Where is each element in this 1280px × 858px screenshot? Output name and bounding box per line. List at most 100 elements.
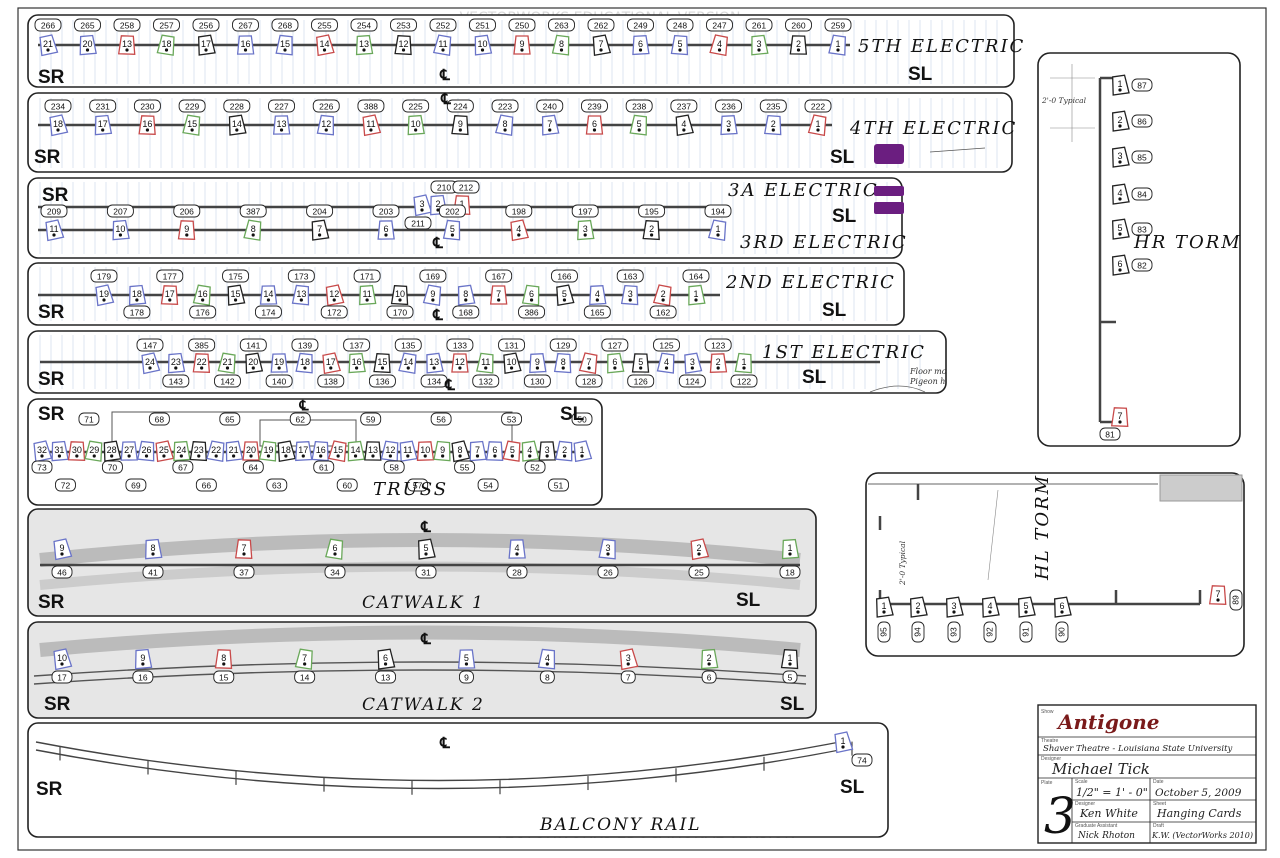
lighting-unit: 1: [876, 596, 894, 618]
lighting-unit: 10: [474, 34, 493, 56]
unit-number: 6: [592, 119, 597, 129]
channel-number: 252: [436, 21, 450, 31]
typical-dim-hl: 2'-0 Typical: [898, 540, 907, 586]
unit-number: 4: [595, 289, 600, 299]
lighting-unit: 13: [291, 284, 310, 306]
unit-number: 20: [246, 445, 256, 455]
lighting-unit: 5: [556, 284, 575, 307]
channel-number: 86: [1137, 117, 1147, 127]
unit-number: 10: [420, 445, 430, 455]
channel-tag: 130: [523, 374, 551, 388]
unit-number: 22: [197, 357, 207, 367]
lighting-unit: 1: [573, 440, 593, 463]
channel-number: 173: [294, 272, 308, 282]
channel-tag: 62: [289, 412, 311, 426]
channel-tag: 126: [627, 374, 655, 388]
channel-tag: 65: [219, 412, 241, 426]
sl-label-catwalk-1: SL: [736, 590, 761, 611]
centerline-3rd: ℄: [432, 235, 443, 252]
channel-tag: 139: [291, 338, 319, 352]
channel-tag: 166: [550, 269, 578, 283]
sr-label-2nd: SR: [38, 302, 65, 323]
channel-tag: 129: [549, 338, 577, 352]
lighting-unit: 15: [227, 284, 246, 306]
unit-number: 10: [411, 119, 421, 129]
channel-tag: 387: [239, 204, 267, 218]
lighting-unit: 13: [272, 115, 291, 135]
channel-number: 223: [498, 102, 512, 112]
tb-assistant-field: Graduate Assistant: [1075, 823, 1118, 829]
unit-number: 21: [222, 357, 232, 367]
lighting-unit: 2: [1112, 110, 1130, 132]
lighting-unit: 24: [141, 352, 161, 375]
lighting-unit: 13: [364, 441, 382, 461]
channel-number: 8: [545, 673, 550, 683]
channel-number: 194: [711, 207, 725, 217]
lighting-unit: 11: [362, 114, 382, 137]
channel-number: 135: [401, 341, 415, 351]
channel-tag: 128: [575, 374, 603, 388]
channel-number: 203: [379, 207, 393, 217]
unit-number: 13: [429, 357, 439, 367]
channel-number: 170: [393, 308, 407, 318]
lighting-unit: 3: [1112, 146, 1130, 168]
unit-number: 27: [124, 445, 134, 455]
position-name-truss: TRUSS: [373, 479, 448, 500]
channel-number: 5: [788, 673, 793, 683]
unit-number: 7: [317, 224, 322, 234]
tb-content: Hanging Cards: [1156, 807, 1242, 820]
lighting-unit: 6: [377, 220, 395, 240]
tb-venue: Shaver Theatre - Louisiana State Univers…: [1043, 744, 1233, 754]
channel-tag: 231: [89, 99, 117, 113]
unit-number: 1: [787, 653, 792, 663]
channel-tag: 194: [704, 204, 732, 218]
channel-tag: 138: [317, 374, 345, 388]
lighting-unit: 17: [198, 34, 216, 56]
channel-tag: 247: [706, 18, 733, 32]
lighting-unit: 8: [551, 34, 570, 56]
unit-number: 18: [132, 289, 142, 299]
channel-number: 63: [272, 481, 282, 491]
channel-number: 65: [225, 415, 235, 425]
lighting-unit: 10: [416, 441, 435, 461]
channel-number: 254: [357, 21, 371, 31]
channel-number: 169: [426, 272, 440, 282]
channel-number: 257: [159, 21, 173, 31]
channel-tag: 125: [653, 338, 680, 352]
channel-number: 228: [230, 102, 244, 112]
unit-number: 7: [241, 543, 246, 553]
lighting-unit: 5: [1018, 596, 1036, 618]
channel-tag: 235: [759, 99, 787, 113]
channel-tag: 256: [192, 18, 220, 32]
lighting-unit: 16: [348, 352, 366, 374]
channel-tag: 176: [189, 305, 217, 319]
lighting-unit: 10: [390, 285, 409, 306]
lighting-unit: 19: [270, 353, 289, 373]
channel-number: 195: [645, 207, 659, 217]
channel-tag: 133: [446, 338, 474, 352]
channel-tag: 204: [306, 204, 334, 218]
lighting-unit: 6: [632, 35, 650, 56]
lighting-unit: 4: [1112, 183, 1130, 205]
lighting-unit: 1: [780, 649, 799, 670]
channel-tag: 63: [266, 478, 288, 492]
channel-number: 255: [317, 21, 331, 31]
channel-number: 171: [360, 272, 374, 282]
channel-number: 262: [594, 21, 608, 31]
channel-number: 54: [483, 481, 493, 491]
lighting-unit: 4: [656, 352, 675, 374]
channel-tag: 56: [430, 412, 452, 426]
unit-number: 2: [915, 601, 920, 611]
lighting-unit: 21: [225, 440, 244, 462]
channel-number: 238: [632, 102, 646, 112]
channel-tag: 249: [627, 18, 654, 32]
channel-number: 128: [582, 377, 596, 387]
channel-tag: 212: [452, 180, 480, 194]
channel-number: 53: [507, 415, 517, 425]
position-name-1st-electric: 1ST ELECTRIC: [762, 342, 926, 363]
lighting-unit: 16: [236, 35, 255, 55]
channel-number: 85: [1137, 153, 1147, 163]
centerline-4th: ℄: [440, 91, 451, 108]
